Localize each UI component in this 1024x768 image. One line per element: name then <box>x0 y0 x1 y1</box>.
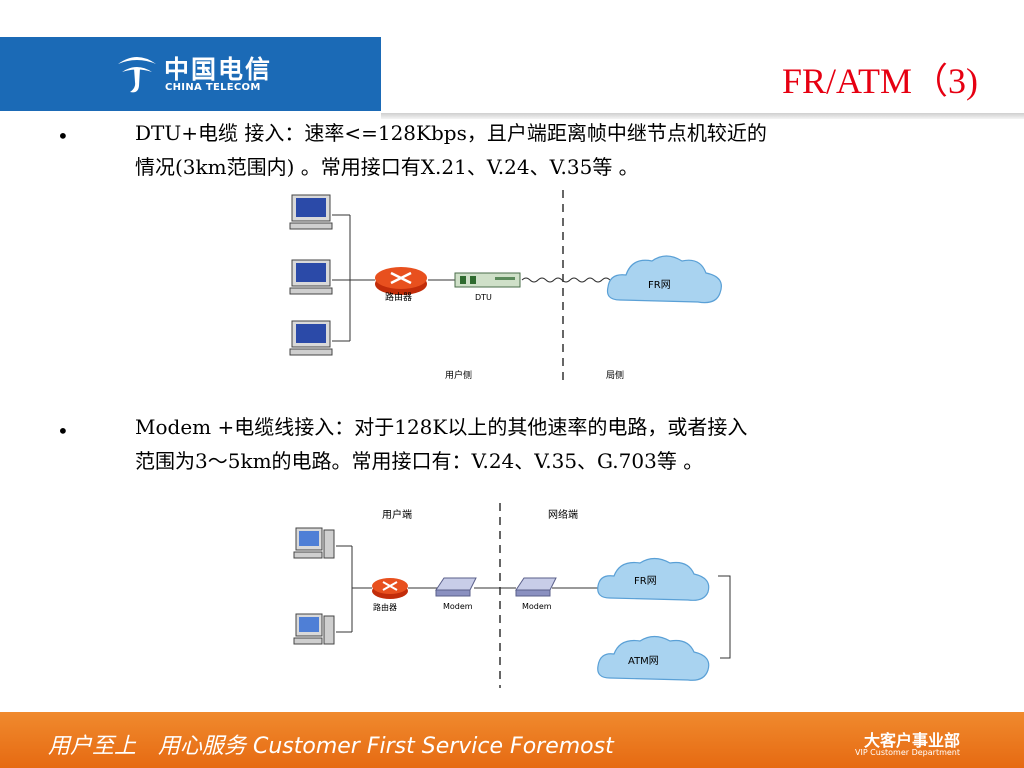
modem-access-diagram: 用户端 网络端 路由器 Modem Modem F <box>293 503 731 688</box>
footer-slogan: 用户至上 用心服务 Customer First Service Foremos… <box>48 734 614 759</box>
fr-cloud-label: FR网 <box>648 279 671 291</box>
user-end-label: 用户端 <box>382 508 412 521</box>
section1-text: DTU+电缆 接入：速率<=128Kbps，且户端距离帧中继节点机较近的 情况(… <box>135 116 985 184</box>
footer-bar <box>0 712 1024 768</box>
china-telecom-logo-icon <box>118 57 156 93</box>
modem-icon <box>435 577 477 597</box>
section1-line-1: DTU+电缆 接入：速率<=128Kbps，且户端距离帧中继节点机较近的 <box>135 121 767 145</box>
fr-cloud-icon <box>606 255 722 304</box>
section2-line-1: Modem +电缆线接入：对于128K以上的其他速率的电路，或者接入 <box>135 415 748 439</box>
atm-cloud-icon <box>597 635 710 681</box>
section1-line-2: 情况(3km范围内) 。常用接口有X.21、V.24、V.35等 。 <box>135 155 639 179</box>
fr-cloud-icon <box>597 557 710 601</box>
modem-icon <box>515 577 557 597</box>
router-label: 路由器 <box>373 602 397 612</box>
lan-lines <box>332 214 455 342</box>
slide-title: FR/ATM（3) <box>781 61 978 101</box>
logo-bar <box>0 37 381 111</box>
department-name-en: VIP Customer Department <box>854 748 960 757</box>
title-divider <box>381 113 1024 119</box>
pc-icon <box>289 194 333 230</box>
pc-icon <box>293 613 335 645</box>
router-label: 路由器 <box>385 291 412 303</box>
dtu-label: DTU <box>475 293 492 302</box>
dtu-device-icon <box>454 272 521 288</box>
department-name-cn: 大客户事业部 <box>863 731 960 750</box>
pc-icon <box>293 527 335 559</box>
logo-text-cn: 中国电信 <box>164 55 273 84</box>
pc-icon <box>289 259 333 295</box>
modem-label-user: Modem <box>443 602 473 611</box>
lan-lines <box>336 545 731 659</box>
fr-cloud-label: FR网 <box>634 575 657 587</box>
office-side-label: 局侧 <box>606 369 624 381</box>
bullet-1: • <box>57 124 69 148</box>
router-icon <box>372 578 408 599</box>
router-icon <box>375 267 427 295</box>
section2-text: Modem +电缆线接入：对于128K以上的其他速率的电路，或者接入 范围为3～… <box>135 410 985 478</box>
dtu-access-diagram: 路由器 DTU FR网 用户侧 局侧 <box>289 190 722 383</box>
network-end-label: 网络端 <box>548 508 578 521</box>
user-side-label: 用户侧 <box>445 369 472 381</box>
logo-text-en: CHINA TELECOM <box>165 82 261 93</box>
section2-line-2: 范围为3～5km的电路。常用接口有：V.24、V.35、G.703等 。 <box>135 449 704 473</box>
modem-label-network: Modem <box>522 602 552 611</box>
bullet-2: • <box>57 419 69 443</box>
atm-cloud-label: ATM网 <box>628 655 659 667</box>
pc-icon <box>289 320 333 356</box>
